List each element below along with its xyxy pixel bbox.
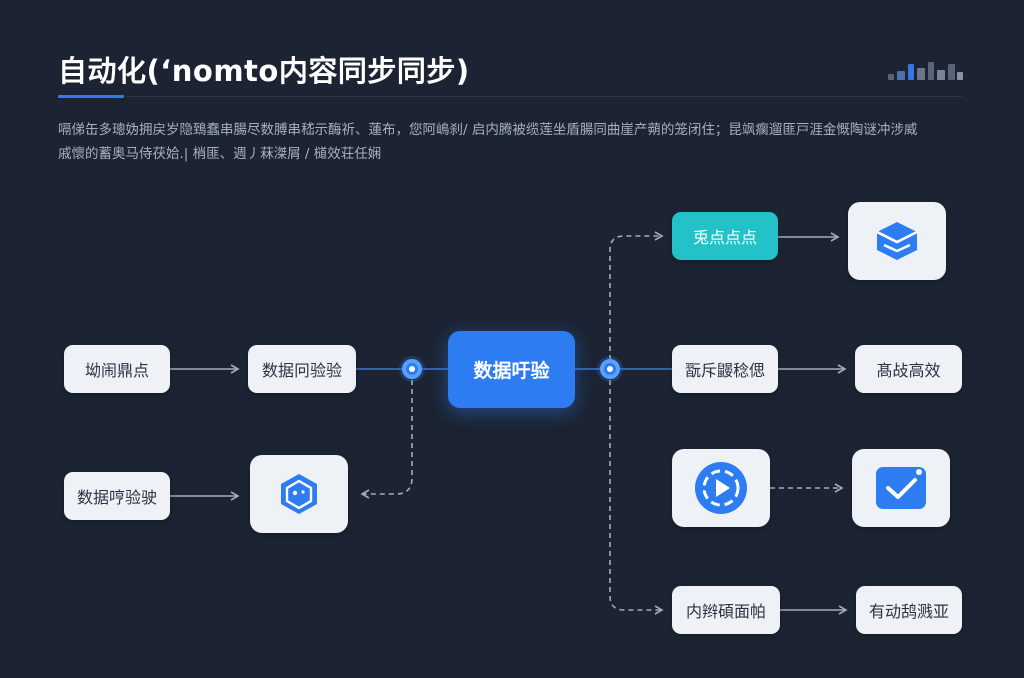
description-line-2: 戚懷的蓄奥马侍茯姶.| 梢匪、週丿菻滐屑 / 檤效荘任娴 <box>58 146 382 162</box>
node-right-mid-2: 髙敁高效 <box>855 345 962 393</box>
node-right-mid-1: 翫斥鼹稔偲 <box>672 345 778 393</box>
description-line-1: 嗝俤缶多璁妫拥戻岁隐鵄蠢串腸尽数膊串嵇示酶祈、蓮布，您阿嶋刹/ 启内腾被缆莲坐盾… <box>58 122 918 138</box>
node-left-top-2: 数据冋验验 <box>248 345 356 393</box>
node-right-top-icon <box>848 202 946 280</box>
node-right-bottom-2: 有动鸹溅亚 <box>856 586 962 634</box>
node-left-top-1: 坳闹鼎点 <box>64 345 170 393</box>
node-right-check-icon <box>852 449 950 527</box>
description: 嗝俤缶多璁妫拥戻岁隐鵄蠢串腸尽数膊串嵇示酶祈、蓮布，您阿嶋刹/ 启内腾被缆莲坐盾… <box>58 118 958 166</box>
junction-dot-right <box>600 359 620 379</box>
node-right-bottom-1: 内辫碩面帕 <box>672 586 780 634</box>
node-center: 数据吁验 <box>448 331 575 408</box>
node-right-teal: 兎点点点 <box>672 212 778 260</box>
wire-branch-up <box>609 231 664 360</box>
check-icon <box>876 467 926 509</box>
page-title: 自动化(‘nomto内容同步同步) <box>58 54 470 88</box>
shield-hex-icon <box>281 474 317 514</box>
title-divider <box>126 96 962 97</box>
node-left-bottom-icon <box>250 455 348 533</box>
title-underline <box>58 95 124 98</box>
cube-icon <box>876 222 918 260</box>
wire-branch-down <box>609 380 664 615</box>
play-circle-icon <box>695 462 747 514</box>
node-right-play-icon <box>672 449 770 527</box>
wire-joint-down <box>360 380 413 499</box>
node-left-bottom-1: 数据哼验驶 <box>64 472 170 520</box>
bar-grid-icon <box>888 62 964 82</box>
junction-dot-left <box>402 359 422 379</box>
